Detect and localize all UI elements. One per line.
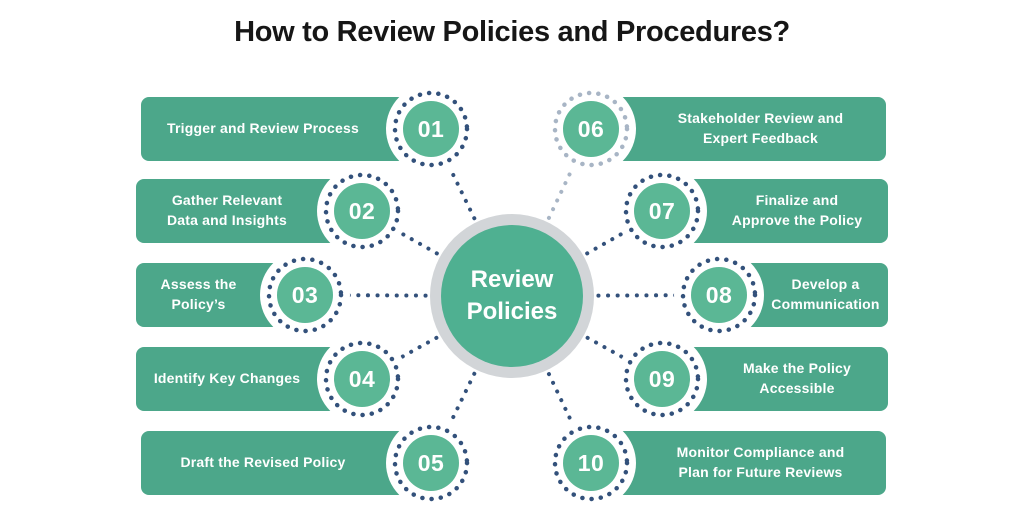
step-number-03: 03: [291, 281, 319, 308]
dotted-ring-07: [623, 172, 701, 250]
step-number-badge-01: 01: [403, 101, 459, 157]
dotted-ring-09: [623, 340, 701, 418]
dotted-ring-10: [552, 424, 630, 502]
step-number-badge-09: 09: [634, 351, 690, 407]
page-title: How to Review Policies and Procedures?: [234, 16, 790, 48]
step-label-03: Assess the Policy’s: [160, 276, 237, 312]
step-label-09: Make the Policy Accessible: [742, 360, 852, 396]
dotted-ring-02: [323, 172, 401, 250]
step-number-08: 08: [705, 281, 733, 308]
center-circle: [430, 214, 594, 378]
step-number-badge-10: 10: [563, 435, 619, 491]
step-number-badge-04: 04: [334, 351, 390, 407]
dotted-ring-01: [392, 90, 470, 168]
step-number-02: 02: [348, 197, 376, 224]
center-circle-fill: [441, 225, 583, 367]
step-number-badge-03: 03: [277, 267, 333, 323]
dotted-ring-06: [552, 90, 630, 168]
step-number-04: 04: [348, 365, 376, 392]
step-label-05: Draft the Revised Policy: [180, 454, 346, 471]
dotted-ring-05: [392, 424, 470, 502]
step-label-07: Finalize and Approve the Policy: [731, 192, 863, 228]
step-number-06: 06: [577, 115, 605, 142]
step-number-badge-02: 02: [334, 183, 390, 239]
step-label-04: Identify Key Changes: [153, 370, 301, 387]
step-number-07: 07: [648, 197, 676, 224]
step-number-badge-05: 05: [403, 435, 459, 491]
step-number-10: 10: [577, 449, 605, 476]
step-label-01: Trigger and Review Process: [167, 120, 359, 137]
dotted-ring-04: [323, 340, 401, 418]
step-number-badge-08: 08: [691, 267, 747, 323]
dotted-ring-03: [266, 256, 344, 334]
dotted-ring-08: [680, 256, 758, 334]
step-label-06: Stakeholder Review and Expert Feedback: [677, 110, 844, 146]
step-label-10: Monitor Compliance and Plan for Future R…: [676, 444, 845, 480]
step-number-01: 01: [417, 115, 445, 142]
step-number-05: 05: [417, 449, 445, 476]
step-number-badge-06: 06: [563, 101, 619, 157]
center-label: Review Policies: [466, 265, 558, 325]
step-label-08: Develop a Communication: [771, 276, 880, 312]
step-label-02: Gather Relevant Data and Insights: [166, 192, 288, 228]
step-number-09: 09: [648, 365, 676, 392]
badge-dotted-rings: [266, 90, 758, 502]
step-number-badge-07: 07: [634, 183, 690, 239]
